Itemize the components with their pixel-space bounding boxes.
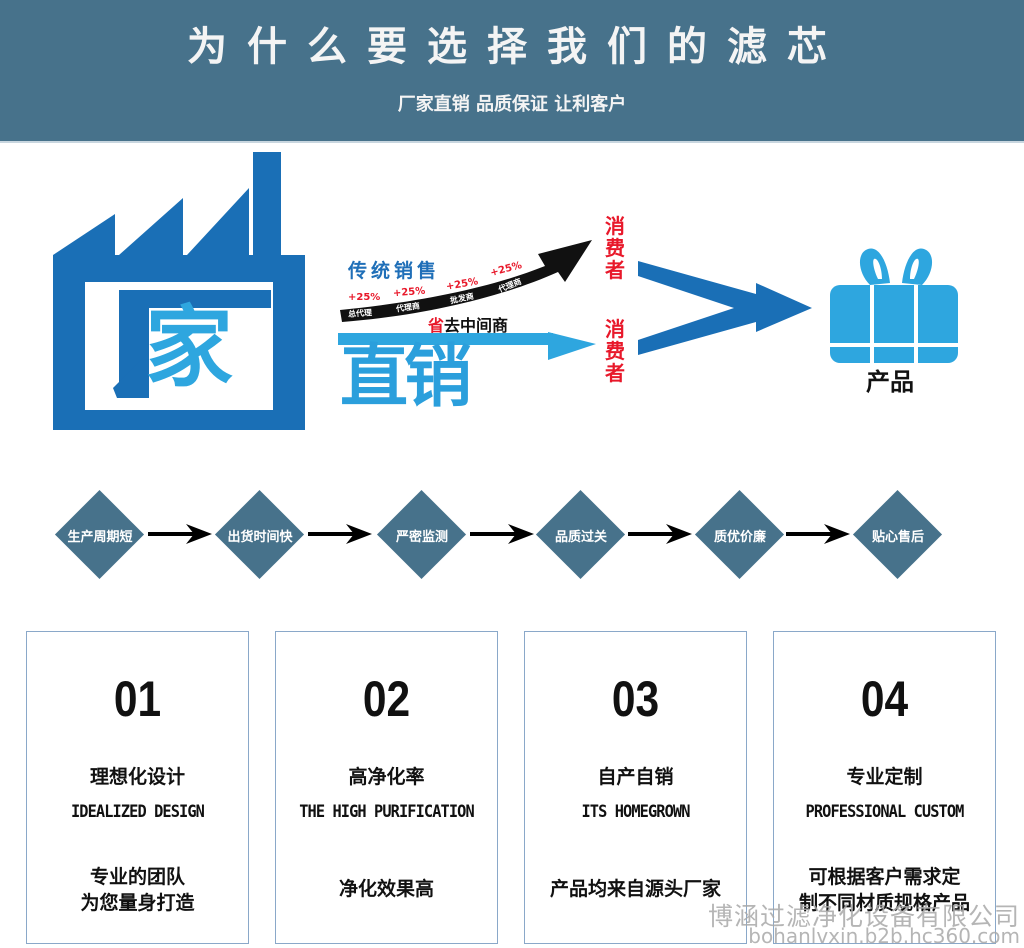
traditional-sales-title: 传统销售: [348, 260, 441, 282]
card-description: 净化效果高: [276, 876, 497, 902]
process-step: 出货时间快: [212, 489, 332, 581]
card-desc-line: 净化效果高: [338, 878, 434, 900]
flow-arrow-icon: [786, 524, 850, 544]
direct-sales-text: 直销: [340, 338, 472, 417]
flow-arrow-icon: [308, 524, 372, 544]
feature-card: 04 专业定制 PROFESSIONAL CUSTOM 可根据客户需求定 制不同…: [773, 631, 996, 944]
card-desc-line: 制不同材质规格产品: [798, 892, 970, 914]
markup-label: +25%: [348, 292, 381, 303]
card-title-cn: 高净化率: [348, 766, 425, 788]
card-title-en: IDEALIZED DESIGN: [70, 802, 205, 822]
header-banner: 为什么要选择我们的滤芯 厂家直销 品质保证 让利客户: [0, 0, 1024, 143]
process-step: 严密监测: [374, 489, 494, 581]
card-title-cn: 理想化设计: [89, 766, 185, 788]
card-description: 专业的团队 为您量身打造: [27, 864, 248, 916]
step-label: 贴心售后: [871, 530, 924, 545]
card-title-en: PROFESSIONAL CUSTOM: [805, 802, 965, 822]
skip-middlemen-label: 省去中间商: [428, 312, 508, 336]
factory-icon: 家: [53, 152, 305, 430]
card-title-en: ITS HOMEGROWN: [581, 802, 690, 822]
direct-sales-bar: [338, 333, 553, 345]
intermediary-label: 总代理: [347, 308, 373, 319]
consumer-label-top: 消费者: [605, 214, 625, 282]
process-step: 生产周期短: [52, 489, 172, 581]
page-subtitle: 厂家直销 品质保证 让利客户: [397, 94, 627, 115]
flow-arrow-icon: [148, 524, 212, 544]
direct-sales-arrow: [548, 328, 598, 368]
watermark-url: bohanlvxin.b2b.hc360.com: [748, 924, 1020, 948]
flow-arrow-icon: [470, 524, 534, 544]
card-description: 可根据客户需求定 制不同材质规格产品: [774, 864, 995, 916]
process-step: 质优价廉: [692, 489, 812, 581]
step-label: 生产周期短: [67, 530, 133, 545]
traditional-sales-arrow: [340, 238, 600, 323]
feature-card: 02 高净化率 THE HIGH PURIFICATION 净化效果高: [275, 631, 498, 944]
card-number: 02: [362, 671, 411, 727]
card-number: 03: [611, 671, 660, 727]
feature-card: 03 自产自销 ITS HOMEGROWN 产品均来自源头厂家: [524, 631, 747, 944]
card-desc-line: 专业的团队: [89, 866, 185, 888]
product-label: 产品: [866, 368, 914, 396]
step-label: 出货时间快: [227, 530, 293, 545]
skip-prefix: 省: [428, 316, 445, 335]
flow-arrow-icon: [628, 524, 692, 544]
consumer-label-bottom: 消费者: [605, 317, 625, 385]
card-desc-line: 为您量身打造: [80, 892, 195, 914]
page-title: 为什么要选择我们的滤芯: [187, 24, 847, 70]
card-desc-line: 产品均来自源头厂家: [549, 878, 721, 900]
process-step: 贴心售后: [850, 489, 970, 581]
watermark-company: 博涵过滤净化设备有限公司: [707, 902, 1020, 931]
feature-card: 01 理想化设计 IDEALIZED DESIGN 专业的团队 为您量身打造: [26, 631, 249, 944]
card-number: 04: [860, 671, 909, 727]
card-number: 01: [113, 671, 162, 727]
step-label: 严密监测: [395, 530, 448, 545]
skip-text: 去中间商: [444, 316, 509, 335]
process-step: 品质过关: [533, 489, 653, 581]
factory-character: 家: [145, 296, 234, 399]
gift-box-icon: [830, 243, 960, 363]
card-title-cn: 专业定制: [846, 766, 923, 788]
card-title-cn: 自产自销: [597, 766, 674, 788]
card-description: 产品均来自源头厂家: [525, 876, 746, 902]
card-desc-line: 可根据客户需求定: [808, 866, 961, 888]
converging-arrow-icon: [638, 258, 813, 358]
card-title-en: THE HIGH PURIFICATION: [299, 802, 474, 822]
step-label: 质优价廉: [713, 530, 766, 545]
step-label: 品质过关: [554, 530, 607, 545]
